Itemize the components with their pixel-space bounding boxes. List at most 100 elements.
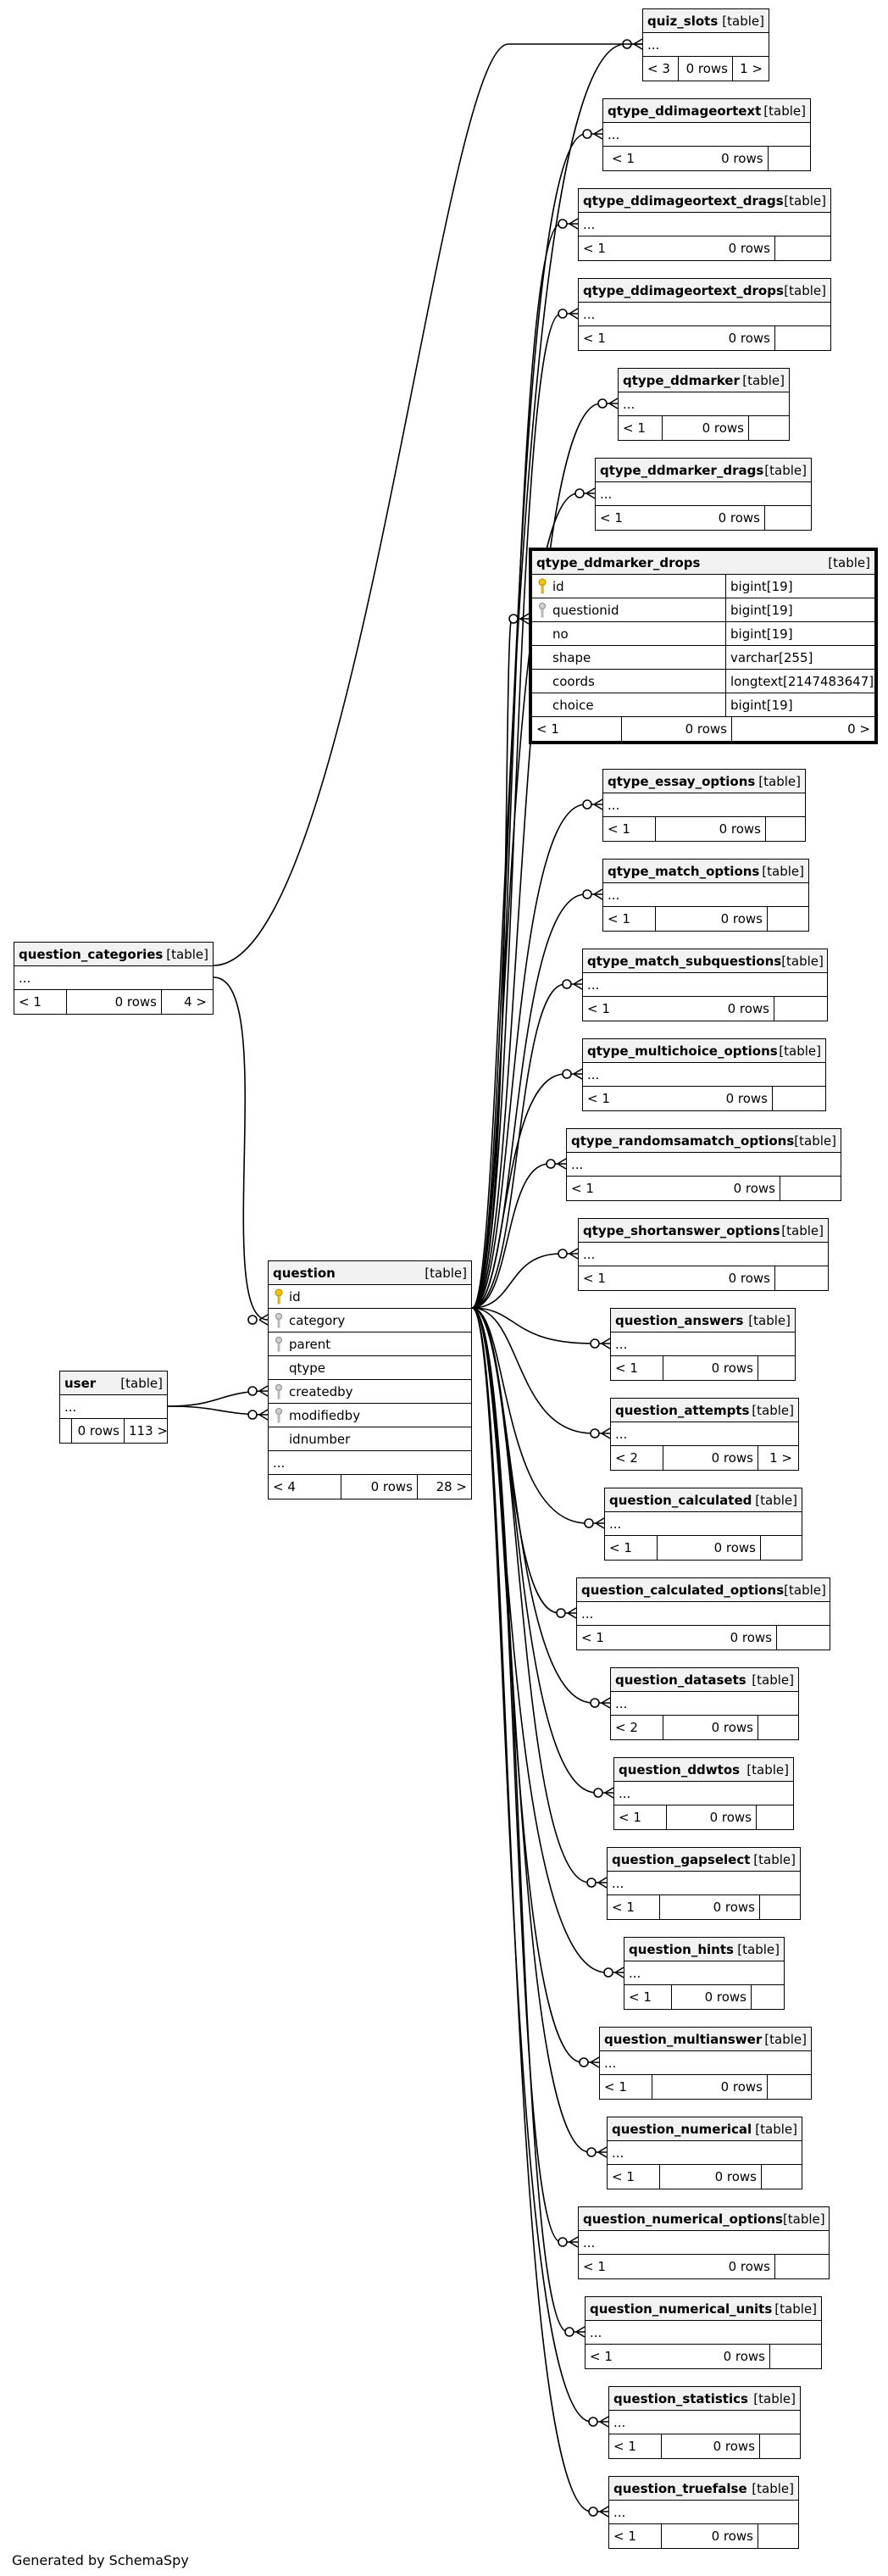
table-qtype-ddimageortext-drops[interactable]: qtype_ddimageortext_drops[table] ... < 1… bbox=[578, 278, 831, 351]
children-count: 1 > bbox=[769, 1450, 792, 1466]
more-columns: ... bbox=[608, 887, 620, 903]
parents-count: < 1 bbox=[600, 2075, 652, 2099]
table-name: user bbox=[64, 1376, 97, 1391]
parents-count: < 1 bbox=[614, 1805, 667, 1829]
row-count: 0 rows bbox=[341, 1475, 418, 1499]
table-qtype-ddimageortext-drags[interactable]: qtype_ddimageortext_drags[table] ... < 1… bbox=[578, 188, 831, 261]
foreign-key-icon bbox=[275, 1384, 282, 1399]
zero-marker bbox=[588, 2417, 598, 2427]
parents-count bbox=[60, 1419, 72, 1443]
table-type: [table] bbox=[781, 954, 824, 969]
relationship-edge bbox=[633, 38, 643, 50]
table-type: [table] bbox=[752, 2481, 794, 2496]
zero-marker bbox=[574, 488, 585, 498]
table-qtype-shortanswer-options[interactable]: qtype_shortanswer_options[table] ... < 1… bbox=[578, 1218, 829, 1291]
parents-count: < 1 bbox=[583, 331, 606, 346]
table-type: [table] bbox=[753, 1852, 796, 1867]
relationship-edge bbox=[258, 1385, 269, 1397]
children-count bbox=[760, 2434, 798, 2458]
table-name: quiz_slots bbox=[647, 14, 719, 29]
more-columns: ... bbox=[583, 1247, 596, 1262]
children-count: 28 > bbox=[436, 1479, 467, 1494]
row-count: 0 rows bbox=[718, 510, 760, 526]
parents-count: < 1 bbox=[609, 2434, 662, 2458]
more-columns: ... bbox=[647, 37, 660, 53]
table-type: [table] bbox=[784, 1583, 826, 1598]
relationship-edge bbox=[471, 618, 529, 1309]
more-columns: ... bbox=[581, 1606, 594, 1622]
relationship-edge bbox=[593, 798, 603, 810]
table-qtype-multichoice-options[interactable]: qtype_multichoice_options[table] ... < 1… bbox=[582, 1038, 826, 1111]
relationship-edge bbox=[471, 1307, 613, 1794]
column-type: bigint[19] bbox=[730, 579, 793, 594]
parents-count: < 1 bbox=[583, 241, 606, 256]
column-name: idnumber bbox=[289, 1432, 351, 1447]
children-count: 1 > bbox=[740, 61, 763, 76]
table-type: [table] bbox=[779, 1043, 821, 1059]
table-qtype-randomsamatch-options[interactable]: qtype_randomsamatch_options[table] ... <… bbox=[566, 1128, 841, 1201]
relationship-edge bbox=[471, 133, 602, 1309]
parents-count: < 1 bbox=[612, 151, 635, 166]
table-type: [table] bbox=[828, 555, 870, 570]
more-columns: ... bbox=[600, 487, 613, 502]
relationship-edge bbox=[471, 403, 618, 1309]
row-count: 0 rows bbox=[663, 1716, 758, 1739]
table-name: qtype_essay_options bbox=[608, 774, 756, 789]
table-question-numerical-options[interactable]: question_numerical_options[table] ... < … bbox=[578, 2206, 830, 2279]
table-name: qtype_ddimageortext_drops bbox=[583, 283, 784, 298]
children-count bbox=[775, 326, 828, 350]
column-name: createdby bbox=[289, 1384, 353, 1399]
table-type: [table] bbox=[774, 2301, 817, 2317]
children-count bbox=[749, 416, 787, 440]
more-columns: ... bbox=[615, 1337, 628, 1352]
column-name: coords bbox=[552, 674, 595, 689]
column-name: questionid bbox=[552, 603, 619, 618]
children-count bbox=[775, 2255, 827, 2278]
foreign-key-icon bbox=[275, 1337, 282, 1352]
table-type: [table] bbox=[764, 2032, 807, 2047]
children-count bbox=[752, 1985, 782, 2009]
parents-count: < 1 bbox=[608, 1895, 660, 1919]
table-type: [table] bbox=[784, 283, 826, 298]
column-type: varchar[255] bbox=[730, 650, 813, 665]
parents-count: < 1 bbox=[600, 510, 623, 526]
row-count: 0 rows bbox=[667, 1805, 757, 1829]
column-name: no bbox=[552, 626, 569, 642]
more-columns: ... bbox=[583, 217, 596, 232]
column-name: qtype bbox=[289, 1360, 326, 1376]
row-count: 0 rows bbox=[622, 717, 732, 741]
relationship-edge bbox=[471, 1163, 566, 1309]
zero-marker bbox=[597, 398, 608, 409]
table-question-calculated-options[interactable]: question_calculated_options[table] ... <… bbox=[576, 1577, 830, 1650]
relationship-edge bbox=[575, 2326, 586, 2338]
table-name: qtype_ddmarker bbox=[623, 373, 740, 388]
zero-marker bbox=[586, 2147, 597, 2157]
relationship-edge bbox=[569, 218, 579, 230]
table-question[interactable]: question[table] id category parent qtype… bbox=[268, 1260, 472, 1499]
